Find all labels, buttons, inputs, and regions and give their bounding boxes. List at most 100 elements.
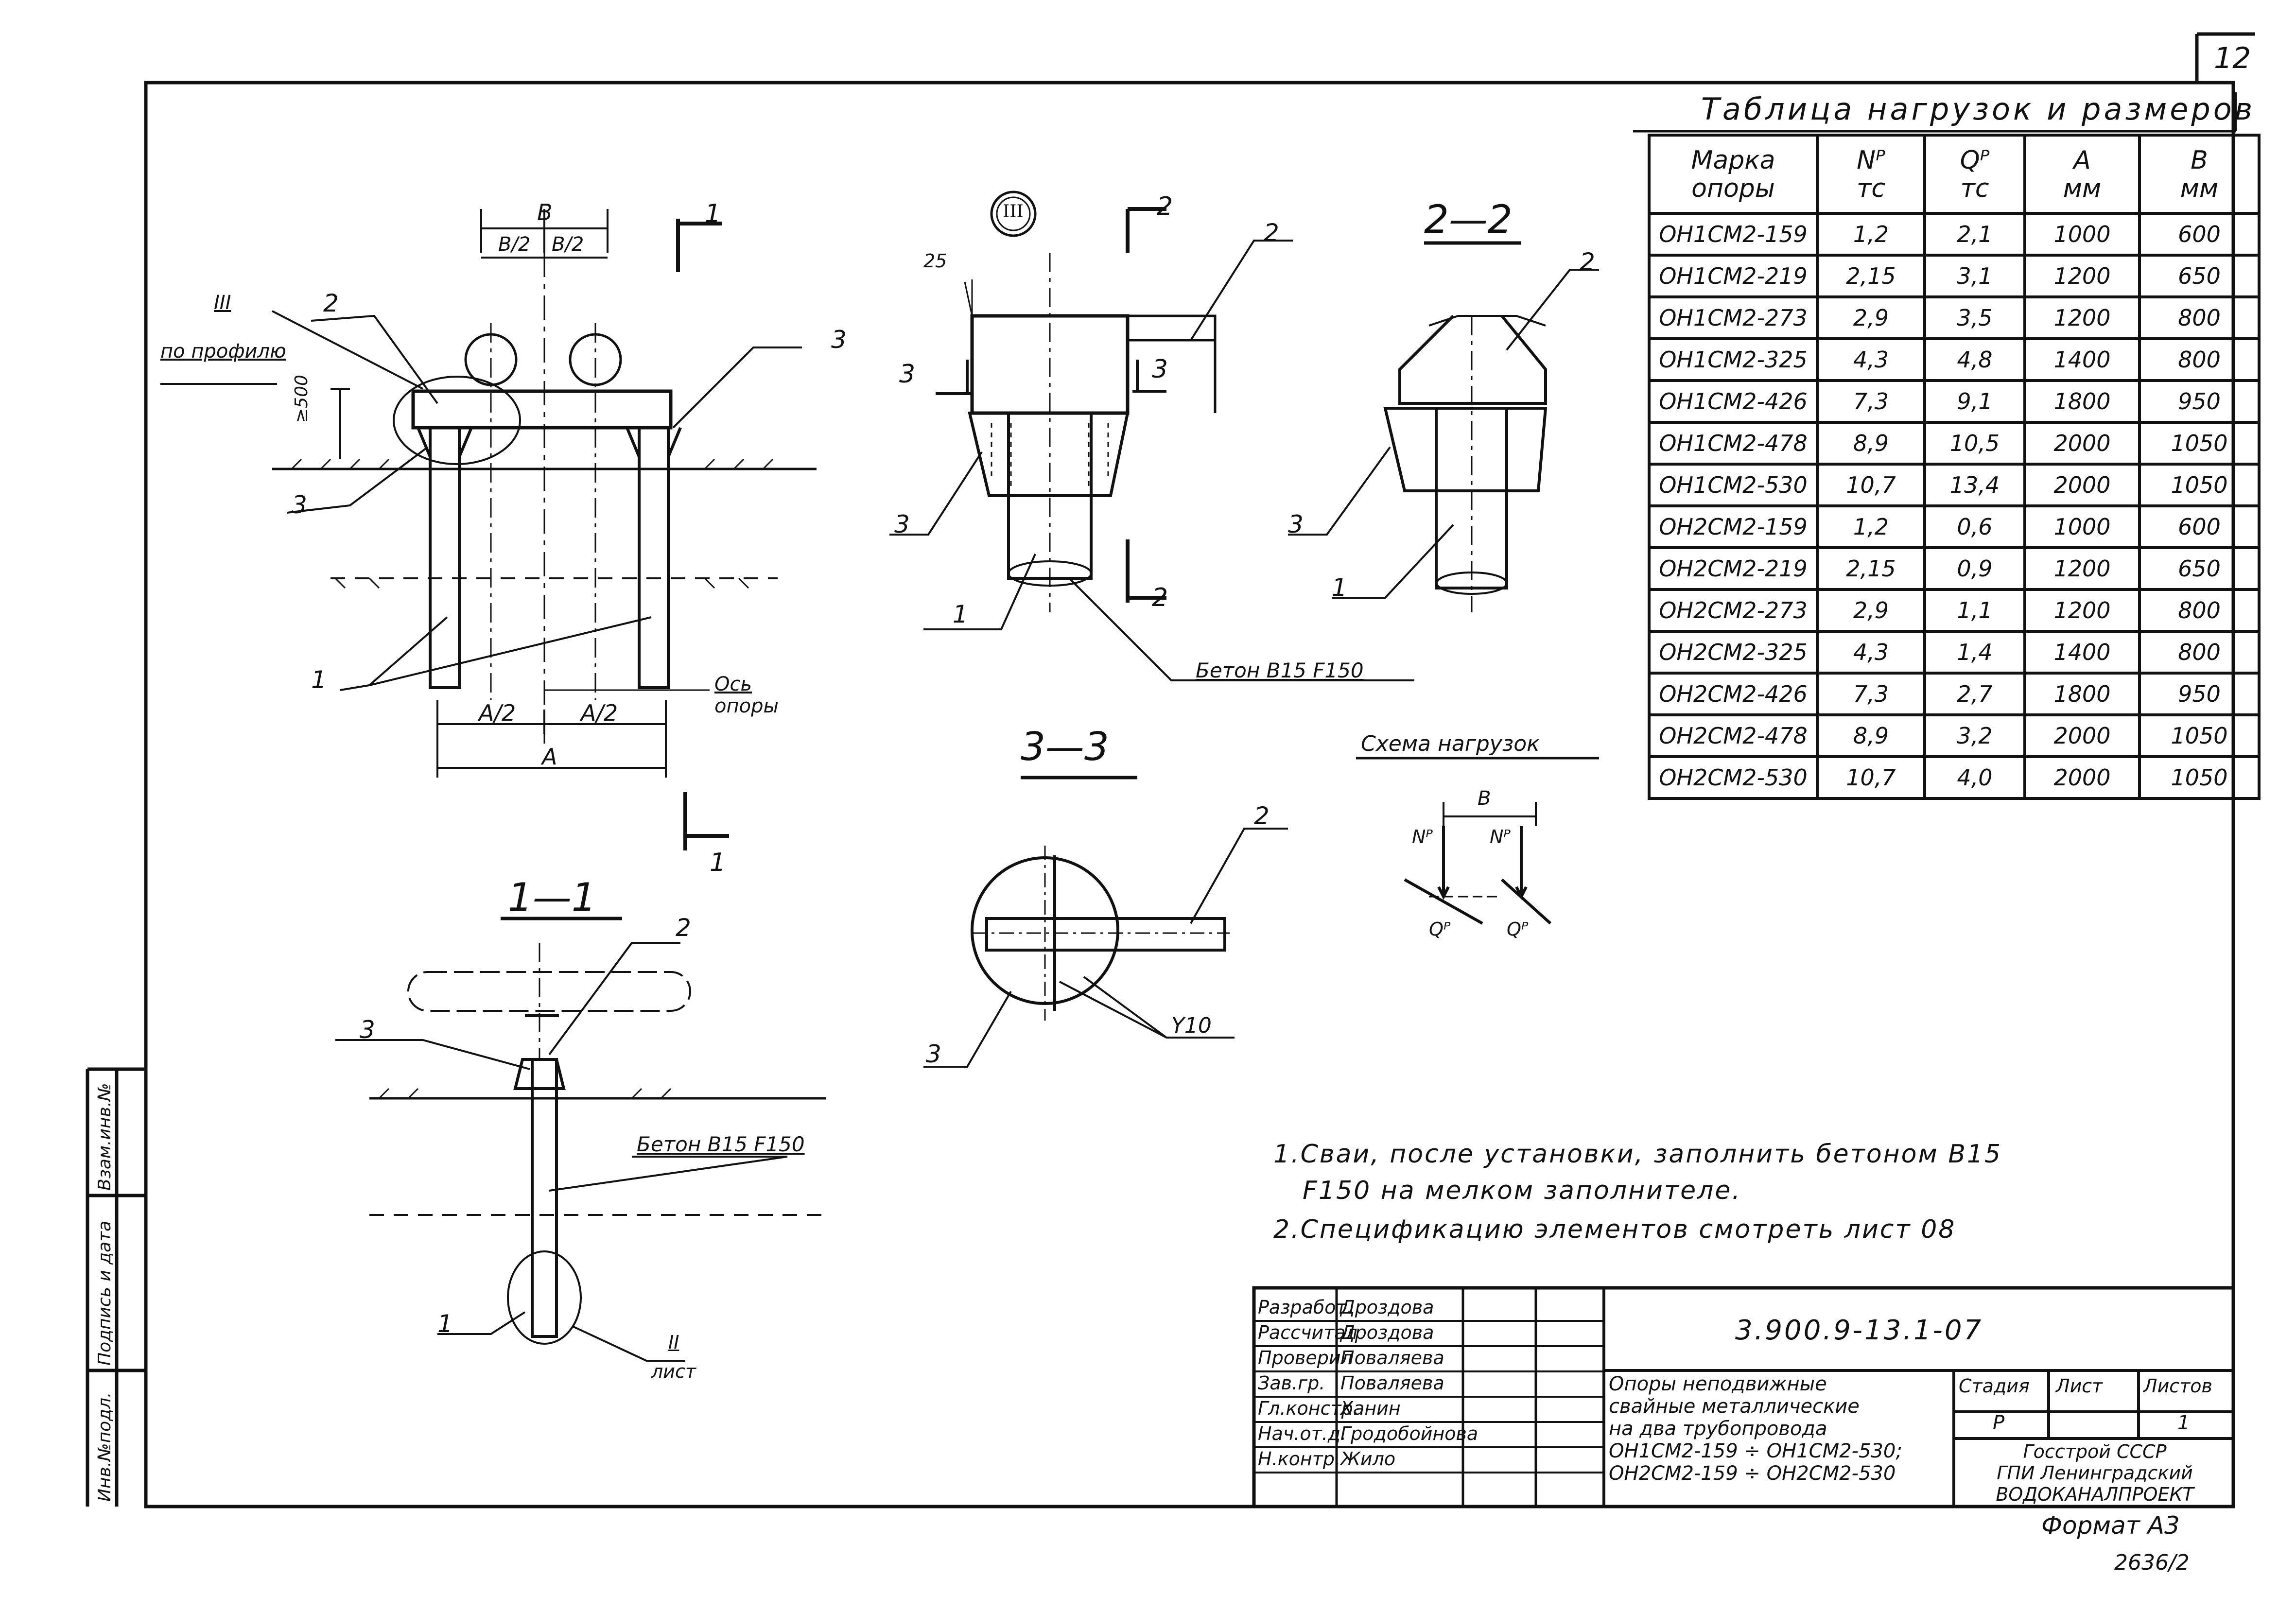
table-title: Таблица нагрузок и размеров: [1701, 91, 2256, 127]
sec11-concrete-label: Бетон В15 F150: [637, 1132, 805, 1156]
sheets-value: 1: [2177, 1412, 2190, 1434]
left-strip-inv: Инв.№подл.: [95, 1392, 115, 1502]
load-scheme-np-left: Nᴾ: [1412, 826, 1433, 848]
table-cell: ОН2СМ2-478: [1648, 713, 1819, 758]
table-cell: 1000: [2023, 504, 2141, 549]
by-profile-label: по профилю: [160, 340, 286, 363]
sheet-number-box: [2195, 32, 2255, 83]
table-cell: 1400: [2023, 337, 2141, 382]
table-cell: 1200: [2023, 588, 2141, 633]
load-scheme-qp-left: Qᴾ: [1429, 919, 1451, 940]
table-cell: ОН2СМ2-530: [1648, 755, 1819, 800]
document-code: 3.900.9-13.1-07: [1735, 1315, 1983, 1346]
stamp-name: Жило: [1340, 1448, 1396, 1470]
sheet-number: 12: [2214, 41, 2251, 75]
table-cell: 2,1: [1923, 212, 2026, 257]
table-cell: 8,9: [1816, 713, 1926, 758]
view3-pos-1: 1: [953, 600, 968, 628]
table-cell: 1,1: [1923, 588, 2026, 633]
stamp-name: Ханин: [1340, 1398, 1401, 1419]
table-cell: 2000: [2023, 421, 2141, 466]
stamp-name: Поваляева: [1340, 1372, 1444, 1394]
table-cell: 2,9: [1816, 588, 1926, 633]
dim-a-half-label-right: A/2: [581, 700, 618, 726]
table-cell: 800: [2138, 337, 2261, 382]
sec33-pos-3: 3: [926, 1040, 941, 1068]
table-cell: ОН2СМ2-273: [1648, 588, 1819, 633]
section-mark-1-top: 1: [705, 199, 721, 228]
stamp-role: Нач.от.д.: [1258, 1423, 1347, 1444]
table-cell: 7,3: [1816, 379, 1926, 424]
table-cell: 10,5: [1923, 421, 2026, 466]
table-cell: 600: [2138, 212, 2261, 257]
stamp-name: Дроздова: [1340, 1322, 1434, 1343]
table-cell: 1800: [2023, 672, 2141, 716]
table-cell: 4,3: [1816, 337, 1926, 382]
table-cell: 2000: [2023, 463, 2141, 507]
table-cell: 1050: [2138, 421, 2261, 466]
table-cell: 1050: [2138, 713, 2261, 758]
table-cell: ОН1СМ2-426: [1648, 379, 1819, 424]
load-scheme-qp-right: Qᴾ: [1507, 919, 1529, 940]
table-cell: 1200: [2023, 295, 2141, 340]
sec33-pos-2: 2: [1254, 802, 1270, 830]
axis-label-1: Ось: [714, 673, 752, 695]
sheets-header: Листов: [2143, 1375, 2212, 1397]
table-cell: ОН1СМ2-478: [1648, 421, 1819, 466]
stamp-name: Поваляева: [1340, 1347, 1444, 1369]
table-cell: 4,3: [1816, 630, 1926, 675]
axis-label-2: опоры: [714, 695, 779, 717]
title-block: [1252, 1286, 2235, 1508]
left-strip-signature: Подпись и дата: [95, 1220, 115, 1366]
stamp-role: Проверил: [1258, 1347, 1353, 1369]
section-1-1: [335, 917, 826, 1362]
table-cell: ОН1СМ2-273: [1648, 295, 1819, 340]
table-cell: 1050: [2138, 463, 2261, 507]
note-1-continued: F150 на мелком заполнителе.: [1303, 1176, 1741, 1205]
main-pos-1: 1: [311, 666, 327, 694]
table-cell: 2,7: [1923, 672, 2026, 716]
height-500-label: ≥500: [292, 375, 312, 423]
sec22-pos-2: 2: [1580, 248, 1595, 276]
format-label: Формат А3: [2041, 1511, 2180, 1540]
table-cell: ОН2СМ2-426: [1648, 672, 1819, 716]
stage-value: Р: [1993, 1412, 2005, 1434]
org-line-1: Госстрой СССР: [2023, 1441, 2167, 1462]
table-cell: ОН1СМ2-159: [1648, 212, 1819, 257]
table-cell: 2000: [2023, 755, 2141, 800]
section-3-3-title: 3—3: [1021, 724, 1109, 769]
roman-3-label: III: [214, 292, 231, 314]
section-mark-3-right: 3: [1152, 355, 1168, 384]
stamp-role: Гл.констр.: [1258, 1398, 1359, 1419]
dim-25-label: 25: [923, 250, 947, 272]
table-cell: 0,9: [1923, 546, 2026, 591]
table-cell: ОН2СМ2-159: [1648, 504, 1819, 549]
left-strip-replaced: Взам.инв.№: [95, 1083, 115, 1191]
table-cell: 9,1: [1923, 379, 2026, 424]
stamp-name: Гродобойнова: [1340, 1423, 1478, 1444]
dim-b-half-label-right: B/2: [552, 233, 584, 256]
dim-b-half-label-left: B/2: [498, 233, 531, 256]
org-line-3: ВОДОКАНАЛПРОЕКТ: [1996, 1484, 2194, 1505]
stamp-role: Зав.гр.: [1258, 1372, 1325, 1394]
section-1-1-title: 1—1: [508, 875, 596, 920]
stamp-role: Н.контр.: [1258, 1448, 1341, 1470]
sec11-pos-2: 2: [676, 914, 691, 942]
table-cell: 2,15: [1816, 546, 1926, 591]
main-view: [160, 209, 817, 850]
archive-number: 2636/2: [2114, 1550, 2190, 1575]
sheet-header: Лист: [2056, 1375, 2103, 1397]
table-cell: 1200: [2023, 254, 2141, 298]
document-title-line-2: свайные металлические: [1609, 1395, 1860, 1418]
dim-a-label: A: [542, 744, 557, 770]
